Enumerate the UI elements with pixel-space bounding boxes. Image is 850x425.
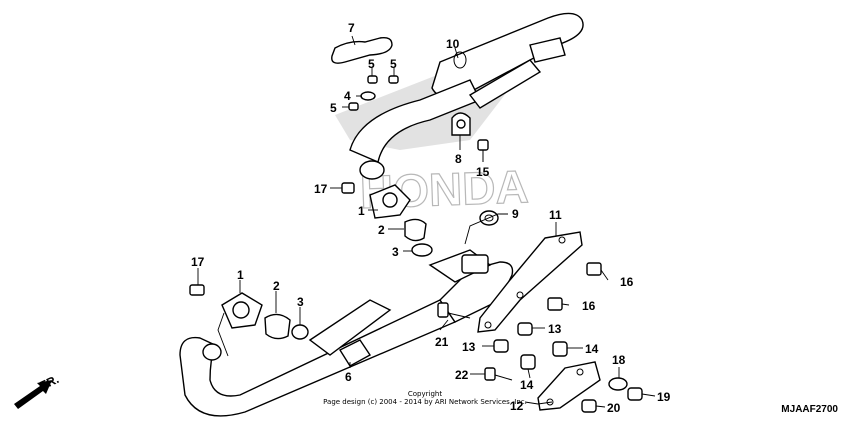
bolt-17-upper [341, 182, 355, 194]
callout-8: 8 [455, 152, 462, 166]
callout-5-c: 5 [330, 101, 337, 115]
callout-1-lower: 1 [237, 268, 244, 282]
callout-3-lower: 3 [297, 295, 304, 309]
upper-muffler [349, 12, 584, 180]
collar-13-a [517, 322, 533, 336]
callout-10: 10 [446, 37, 460, 51]
bolt-22 [484, 367, 513, 381]
callout-2-lower: 2 [273, 279, 280, 293]
callout-18: 18 [612, 353, 626, 367]
upper-ring-3 [411, 243, 433, 257]
lower-ring-3 [291, 324, 309, 340]
callout-11: 11 [549, 208, 562, 222]
copyright-line-2: Page design (c) 2004 - 2014 by ARI Netwo… [323, 398, 527, 406]
callout-22: 22 [455, 368, 469, 382]
bolt-16-a [586, 262, 602, 276]
callout-15: 15 [476, 165, 490, 179]
bolt-set-4-5 [348, 75, 399, 111]
callout-7: 7 [348, 21, 355, 35]
callout-14-a: 14 [585, 342, 599, 356]
callout-5-b: 5 [390, 57, 397, 71]
collar-14-a [552, 341, 568, 357]
callout-12: 12 [510, 399, 524, 413]
callout-9: 9 [512, 207, 519, 221]
copyright-line-1: Copyright [407, 390, 443, 398]
callout-19: 19 [657, 390, 671, 404]
callout-13-a: 13 [548, 322, 562, 336]
collar-14-b [520, 354, 536, 370]
exhaust-pipe-6 [179, 249, 514, 417]
callout-6: 6 [345, 370, 352, 384]
diagram-code: MJAAF2700 [781, 404, 838, 415]
lower-gasket-1 [221, 292, 263, 329]
callout-3-upper: 3 [392, 245, 399, 259]
collar-13-b [493, 339, 509, 353]
bolt-16-b [547, 297, 563, 311]
upper-collar-2 [404, 218, 427, 242]
callout-4: 4 [344, 89, 351, 103]
bracket-11 [477, 231, 583, 333]
callout-16-b: 16 [582, 299, 596, 313]
callout-20: 20 [607, 401, 621, 415]
bracket-12 [537, 361, 601, 411]
callout-14-b: 14 [520, 378, 534, 392]
bolt-17-lower [189, 284, 205, 296]
heat-shield-7 [331, 36, 393, 64]
callout-1-upper: 1 [358, 204, 365, 218]
callout-16-a: 16 [620, 275, 634, 289]
leader-lines [197, 35, 656, 408]
callout-5-a: 5 [368, 57, 375, 71]
callout-17-upper: 17 [314, 182, 328, 196]
washer-18 [608, 377, 628, 391]
callout-2-upper: 2 [378, 223, 385, 237]
bolt-21 [437, 302, 471, 319]
upper-gasket-1 [369, 184, 411, 219]
callout-17-lower: 17 [191, 255, 205, 269]
clamp-8 [451, 112, 471, 136]
callout-13-b: 13 [462, 340, 476, 354]
lower-collar-2 [264, 313, 291, 340]
callout-21: 21 [435, 335, 449, 349]
